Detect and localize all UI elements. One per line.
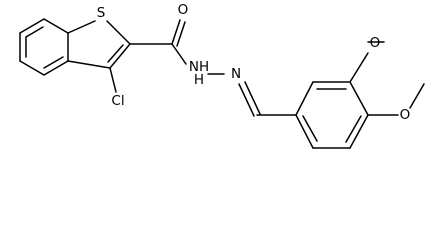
nh-hydrogen-label: H (194, 72, 204, 88)
molecule-structure: S O Cl NH H N O O (19, 2, 425, 149)
bond-aryl-4 (349, 114, 369, 149)
methoxy-top-oxygen-label: O (370, 35, 381, 51)
bond-c2-c3 (109, 43, 131, 69)
bond-s-c2 (106, 20, 131, 45)
imine-nitrogen-label: N (231, 66, 241, 82)
bond-aryl-3 (349, 81, 369, 116)
bond-aryl-double-3 (302, 115, 318, 142)
bond-benzo-6 (19, 18, 45, 34)
sulfur-label: S (97, 5, 106, 21)
bond-aryl-double-2 (345, 115, 362, 143)
molecule-diagram: S O Cl NH H N O O (19, 2, 425, 149)
carbonyl-oxygen-label: O (178, 2, 189, 18)
bond-aryl-6 (295, 114, 314, 149)
bond-c3-c3a (67, 60, 111, 69)
bond-o-methyl-right (409, 83, 425, 109)
chlorine-label: Cl (111, 93, 124, 109)
bond-imine-2 (238, 83, 255, 117)
bond-c2-c3-double (107, 44, 124, 63)
bond-carbonyl-nh (171, 43, 187, 65)
bond-benzo-3 (43, 60, 69, 76)
bond-c7a-s (67, 20, 96, 34)
benzo-ring (19, 18, 69, 76)
bond-aryl-o-top (349, 52, 369, 83)
methoxy-right-oxygen-label: O (400, 107, 411, 123)
bond-benzo-double-3 (43, 56, 64, 69)
bond-benzo-double-1 (25, 26, 44, 38)
nh-label: NH (189, 59, 209, 75)
bond-carbonyl-o-2 (176, 21, 186, 47)
dimethoxyphenyl-ring (295, 81, 369, 149)
bond-benzo-1 (43, 18, 69, 34)
bond-c3-cl (109, 67, 117, 93)
bond-benzo-4 (19, 60, 45, 76)
bond-aryl-1 (295, 81, 314, 116)
bond-imine-1 (244, 81, 261, 115)
thiophene-ring (67, 20, 131, 69)
bond-carbonyl-o-1 (171, 19, 181, 45)
